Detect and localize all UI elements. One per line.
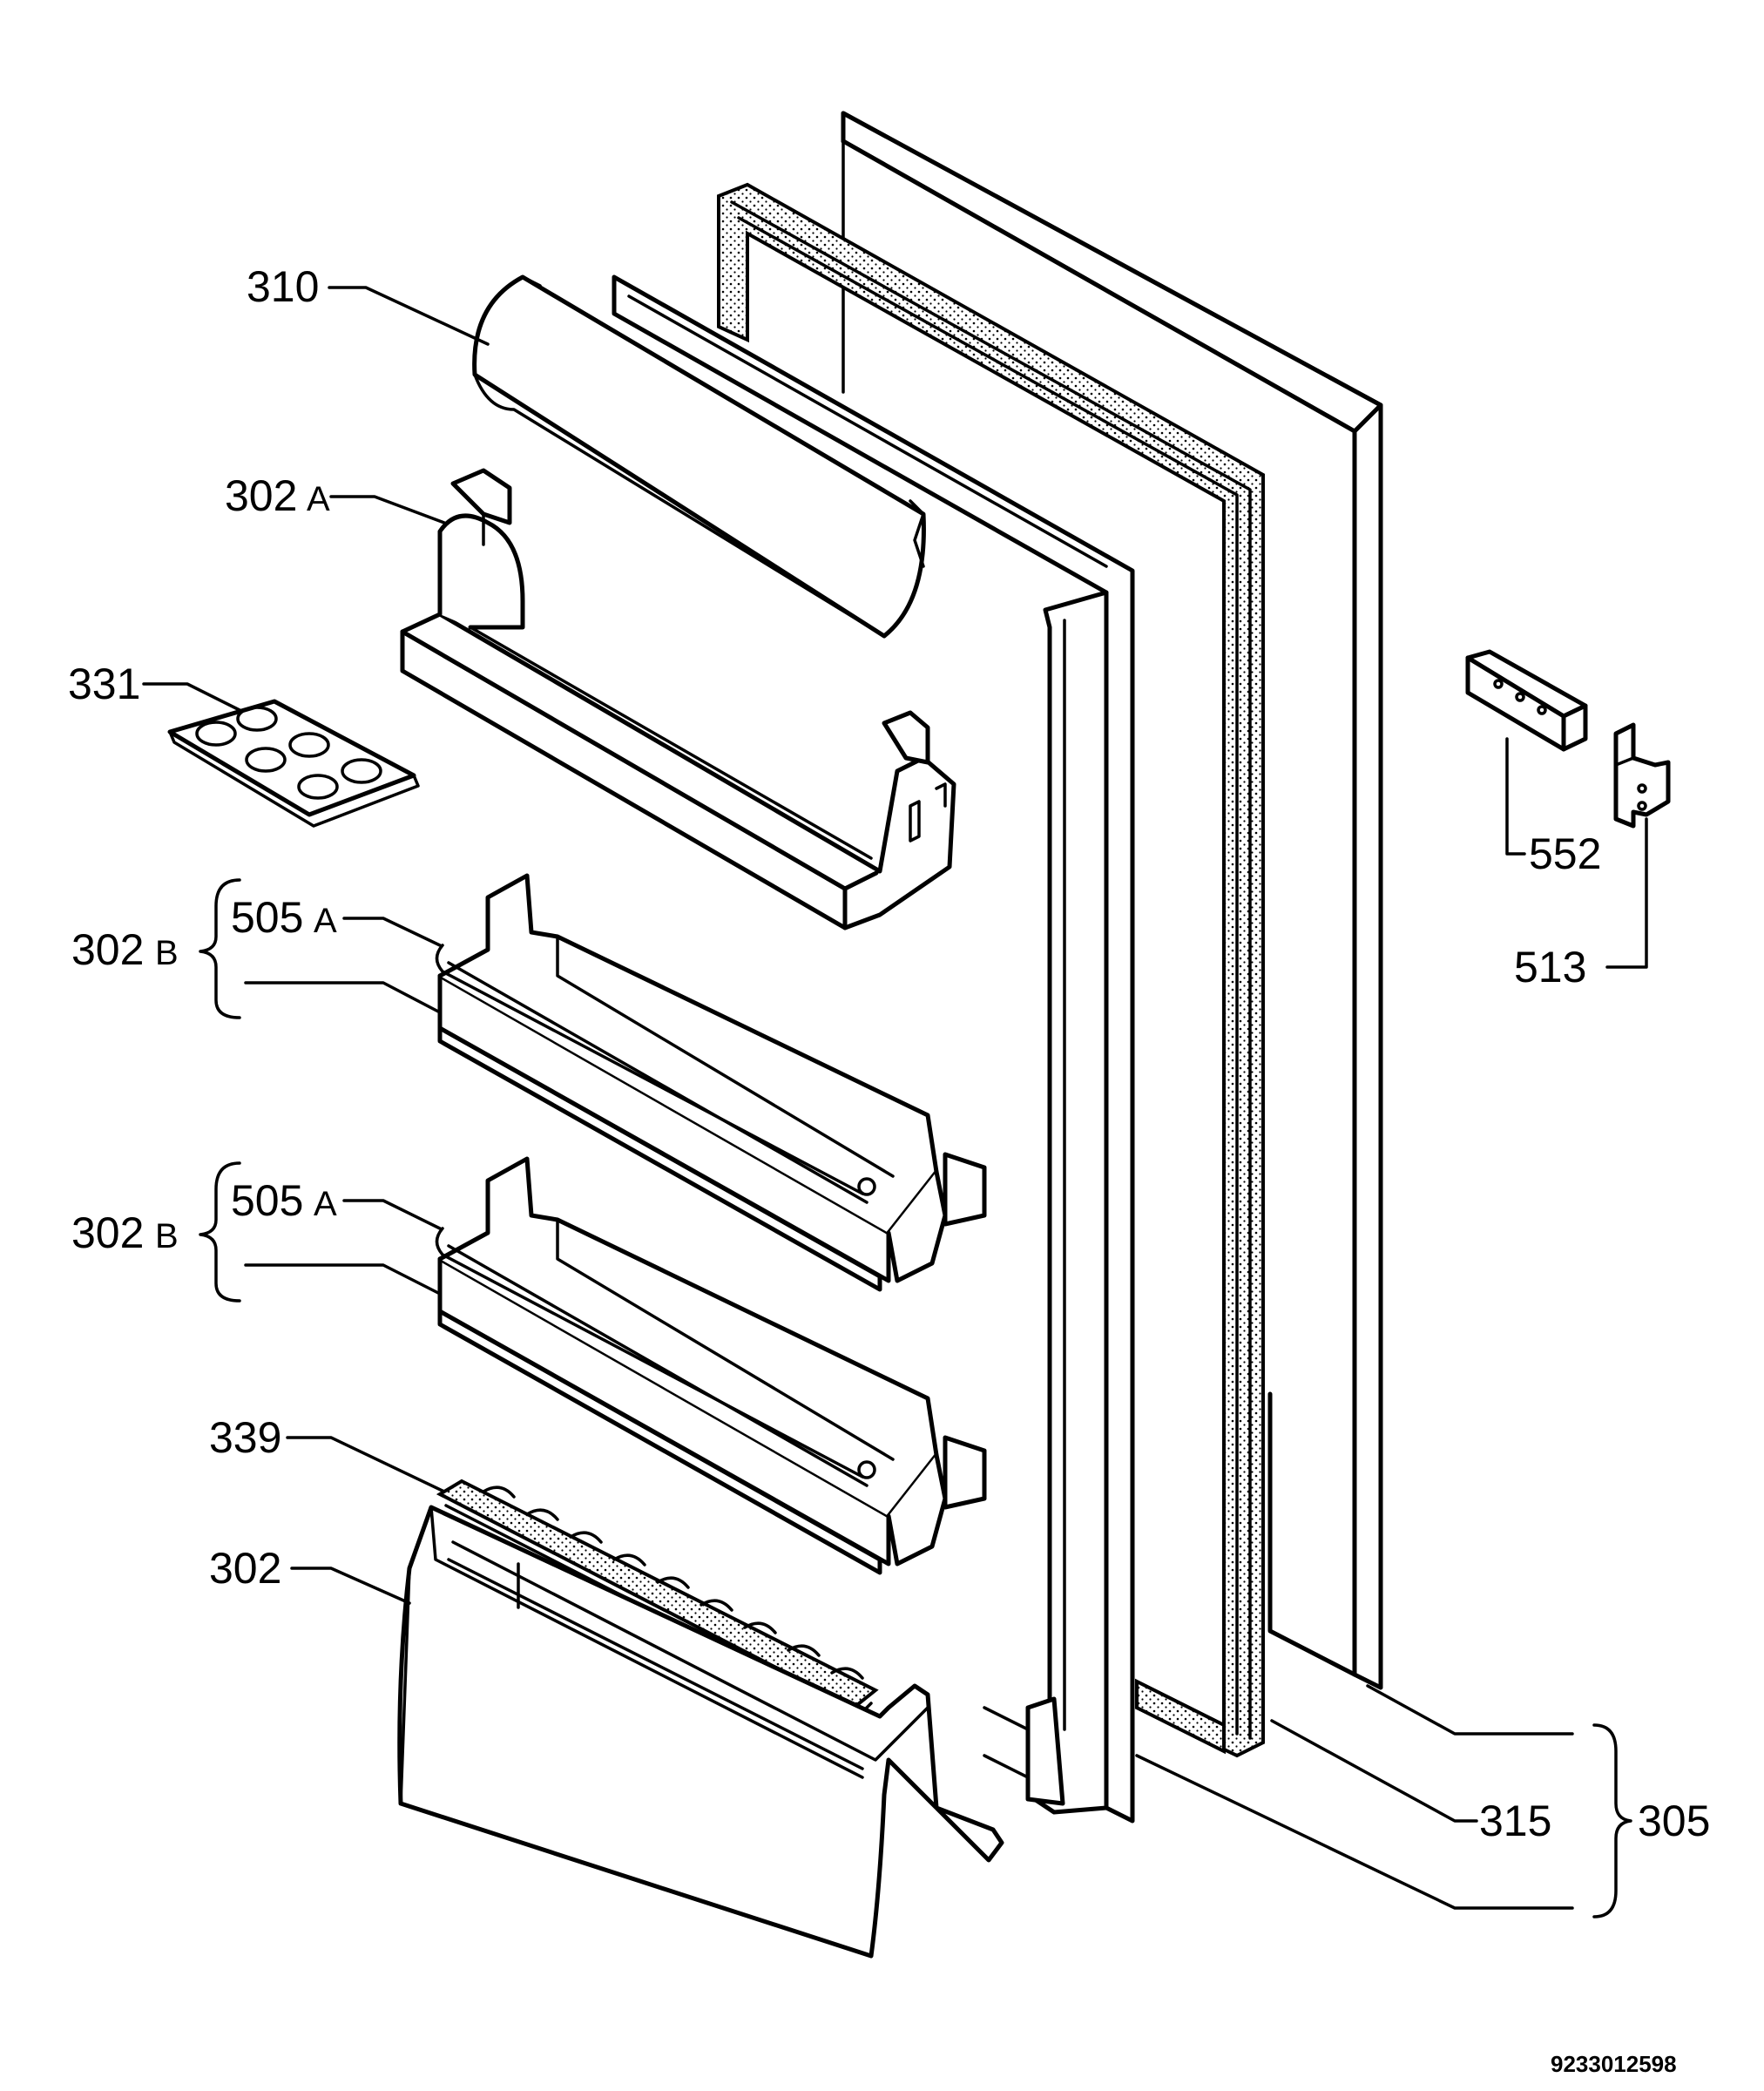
drawing-code: 9233012598: [1551, 2051, 1677, 2077]
label-302b-middle: 302: [71, 925, 144, 974]
label-552: 552: [1529, 829, 1601, 878]
label-331: 331: [68, 660, 140, 708]
label-505a-top: 505: [231, 893, 303, 942]
egg-tray: [167, 699, 420, 828]
bottom-bottle-shelf: [397, 1505, 1004, 1959]
braces: [199, 878, 1632, 1918]
door-gasket: [717, 182, 1265, 1758]
hinge-plate: [1465, 649, 1588, 752]
label-315: 315: [1479, 1797, 1551, 1845]
label-302-bottom: 302: [209, 1544, 281, 1593]
label-505a-low: 505: [231, 1176, 303, 1225]
leader-lines: [142, 286, 1648, 1910]
label-310: 310: [247, 262, 319, 311]
label-302a-suffix: A: [307, 480, 330, 518]
label-339: 339: [209, 1413, 281, 1462]
hinge-bracket: [1613, 722, 1671, 829]
dairy-flap: [472, 274, 926, 639]
label-302b-lower: 302: [71, 1208, 144, 1257]
butter-shelf: [400, 468, 956, 930]
inner-door-liner: [612, 274, 1135, 1824]
label-505a-low-suffix: A: [314, 1185, 337, 1223]
part-labels: 310 302 A 331 302 B 505 A 302 B 505 A 33…: [68, 262, 1710, 2077]
label-305: 305: [1638, 1797, 1710, 1845]
door-shelf-lower: [435, 1156, 987, 1575]
label-505a-top-suffix: A: [314, 902, 337, 940]
door-shelf-middle: [435, 873, 987, 1292]
label-513: 513: [1514, 943, 1586, 991]
label-302b-lower-suffix: B: [155, 1217, 179, 1255]
label-302b-middle-suffix: B: [155, 934, 179, 972]
label-302a: 302: [225, 471, 297, 520]
